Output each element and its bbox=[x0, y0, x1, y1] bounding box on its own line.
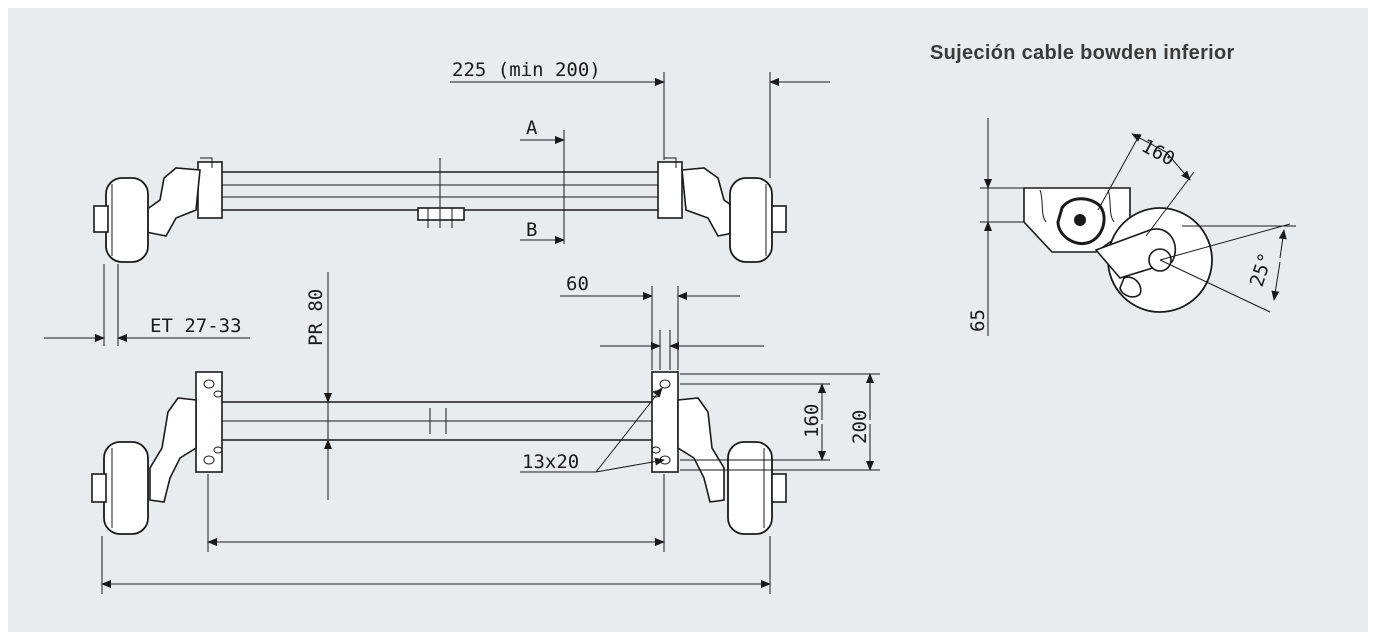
dimension-160-200: 160 200 bbox=[680, 373, 880, 471]
dimension-et: ET 27-33 bbox=[44, 264, 250, 346]
dimension-200-label: 200 bbox=[849, 410, 871, 444]
dimension-225: 225 (min 200) bbox=[450, 59, 830, 178]
dimension-et-label: ET 27-33 bbox=[150, 315, 242, 337]
dimension-pr: PR 80 bbox=[305, 272, 332, 500]
dimension-pr-label: PR 80 bbox=[305, 289, 327, 346]
dimension-160-label: 160 bbox=[801, 404, 823, 438]
hole-callout: 13x20 bbox=[520, 387, 665, 473]
drawing-panel bbox=[8, 8, 1368, 632]
bowden-detail-view: 65 160 25° bbox=[967, 118, 1296, 336]
overall-dimensions bbox=[101, 474, 771, 594]
detail-25-label: 25° bbox=[1246, 250, 1278, 289]
section-b-label: B bbox=[526, 219, 537, 241]
axle-plan-view bbox=[91, 371, 787, 535]
axle-top-view bbox=[93, 157, 787, 263]
section-marks: A B bbox=[520, 117, 565, 244]
dimension-60: 60 bbox=[560, 273, 764, 370]
hole-label: 13x20 bbox=[522, 451, 579, 473]
section-a-label: A bbox=[526, 117, 538, 139]
dimension-225-label: 225 (min 200) bbox=[452, 59, 601, 81]
detail-title: Sujeción cable bowden inferior bbox=[930, 42, 1235, 64]
dimension-60-label: 60 bbox=[566, 273, 589, 295]
detail-65-label: 65 bbox=[967, 309, 989, 332]
